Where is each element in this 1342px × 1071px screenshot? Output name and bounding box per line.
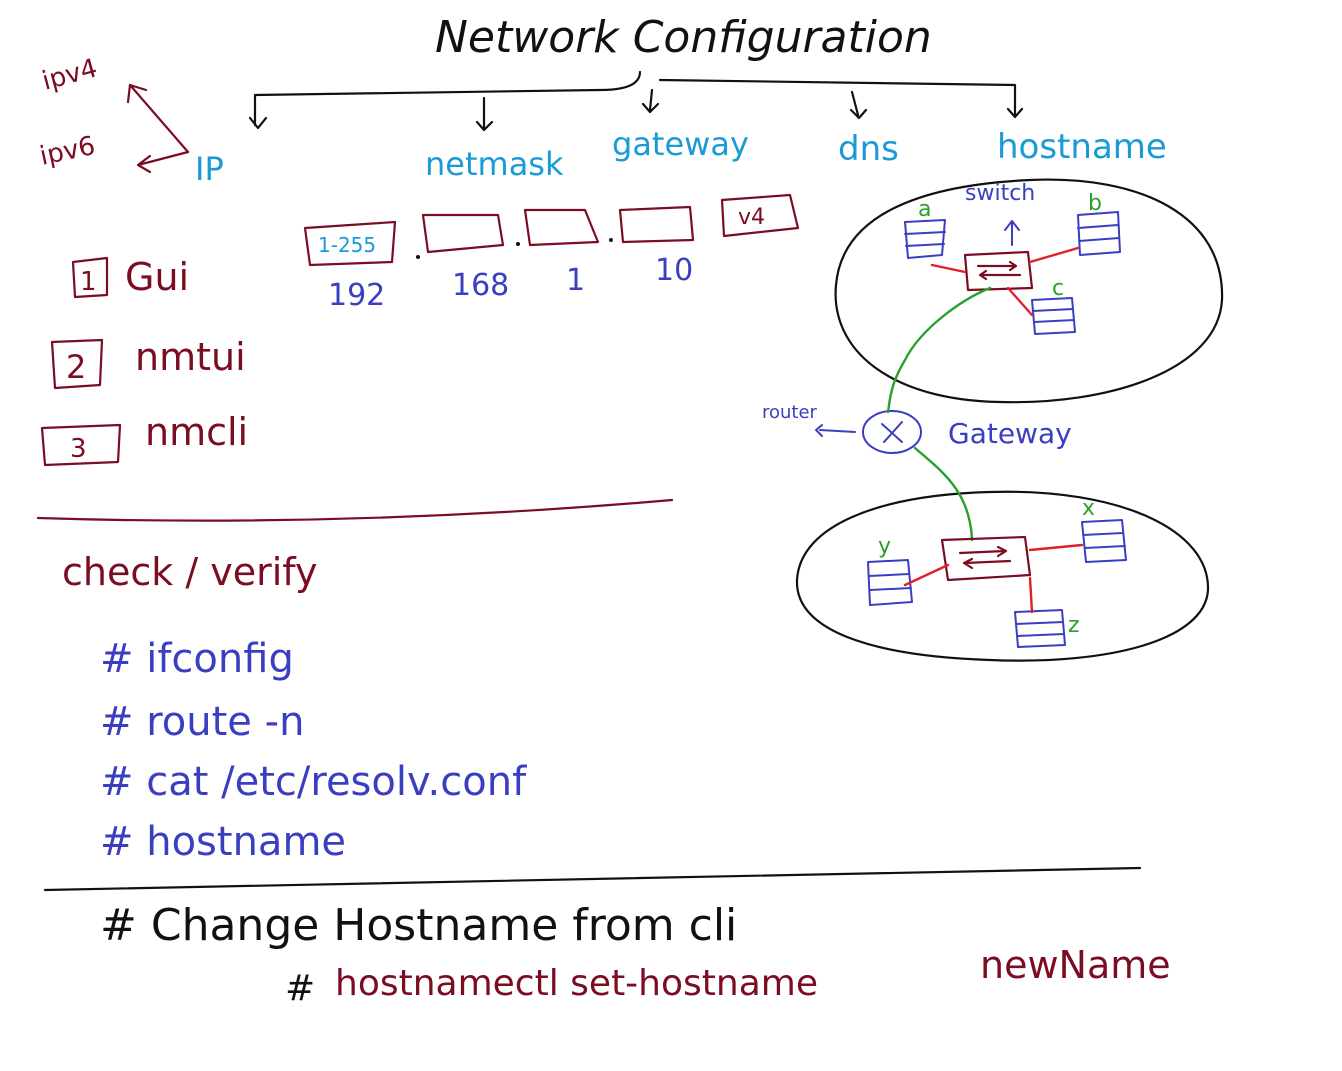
method-box-2 — [50, 338, 104, 390]
lower-node-label-z: z — [1068, 613, 1080, 638]
check-command-1: # ifconfig — [100, 636, 294, 682]
router-x-mark — [881, 421, 903, 443]
lower-node-z — [1014, 609, 1066, 648]
brace-right — [658, 78, 1024, 119]
label-netmask: netmask — [425, 145, 564, 183]
check-command-4: # hostname — [100, 819, 346, 865]
method-num-1: 1 — [80, 267, 97, 297]
octet-value-3: 1 — [566, 263, 585, 298]
method-label-1: Gui — [125, 255, 189, 299]
lower-node-label-y: y — [878, 534, 891, 559]
router-label: router — [762, 402, 818, 423]
method-num-2: 2 — [66, 348, 86, 386]
method-num-3: 3 — [70, 434, 87, 464]
upper-switch-arrows — [976, 260, 1022, 281]
change-heading: # Change Hostname from cli — [100, 900, 737, 951]
lower-node-y — [867, 559, 913, 606]
method-box-3 — [40, 423, 122, 467]
link-c-switch — [1006, 286, 1034, 317]
label-ip: IP — [195, 150, 224, 188]
label-ipv4: ipv4 — [39, 53, 101, 96]
check-command-3: # cat /etc/resolv.conf — [100, 759, 527, 805]
arrow-to-ipv6 — [136, 150, 190, 174]
upper-node-b — [1077, 211, 1121, 256]
arrow-gateway — [641, 88, 660, 114]
method-label-3: nmcli — [145, 410, 248, 454]
diagram-title: Network Configuration — [435, 12, 932, 63]
label-hostname: hostname — [997, 127, 1167, 167]
upper-node-label-c: c — [1052, 276, 1064, 301]
upper-switch — [963, 250, 1034, 292]
link-x-switch — [1028, 543, 1084, 552]
lower-network-ellipse — [795, 490, 1210, 662]
link-switch-router — [886, 286, 992, 414]
lower-node-label-x: x — [1082, 496, 1095, 521]
octet-dot-3 — [609, 238, 613, 242]
arrow-netmask — [475, 96, 494, 132]
octet-box-4 — [618, 205, 695, 244]
switch-pointer-arrow — [1004, 220, 1020, 246]
label-ipv6: ipv6 — [37, 131, 98, 172]
upper-node-c — [1031, 297, 1076, 335]
check-command-2: # route -n — [100, 699, 304, 745]
method-box-1 — [71, 256, 109, 299]
label-dns: dns — [838, 129, 899, 169]
switch-label: switch — [965, 181, 1035, 206]
upper-node-label-b: b — [1088, 191, 1102, 216]
upper-network-ellipse — [834, 178, 1224, 404]
link-a-switch — [930, 263, 967, 274]
gateway-label: Gateway — [948, 417, 1072, 450]
router — [862, 410, 922, 454]
octet-version-label: v4 — [738, 205, 765, 230]
lower-switch-arrows — [958, 545, 1012, 570]
octet-box-2 — [421, 213, 505, 254]
link-z-switch — [1028, 576, 1034, 614]
upper-node-label-a: a — [918, 197, 931, 222]
change-arg: newName — [980, 943, 1171, 987]
upper-node-a — [904, 219, 946, 259]
lower-switch — [940, 535, 1032, 582]
octet-box-3 — [523, 208, 600, 247]
check-heading: check / verify — [62, 550, 317, 594]
arrow-to-ipv4 — [126, 83, 190, 154]
octet-box-1 — [303, 220, 397, 267]
brace-left — [253, 70, 642, 127]
octet-dot-2 — [516, 242, 520, 246]
router-pointer-arrow — [815, 424, 856, 437]
link-b-switch — [1028, 246, 1080, 264]
octet-range-label: 1-255 — [318, 233, 376, 257]
arrow-ip — [248, 116, 268, 130]
label-gateway: gateway — [612, 125, 749, 163]
change-command: hostnamectl set-hostname — [335, 963, 818, 1004]
link-router-lower-switch — [913, 446, 974, 542]
octet-box-5 — [720, 193, 800, 238]
change-prefix: # — [285, 968, 315, 1009]
arrow-dns — [849, 90, 868, 120]
octet-dot-1 — [416, 255, 420, 259]
divider-top — [36, 498, 674, 522]
lower-node-x — [1081, 519, 1127, 563]
link-y-switch — [903, 563, 950, 587]
octet-value-4: 10 — [655, 253, 693, 288]
method-label-2: nmtui — [135, 335, 246, 379]
octet-value-2: 168 — [452, 268, 509, 303]
divider-bottom — [43, 866, 1142, 892]
octet-value-1: 192 — [328, 278, 385, 313]
